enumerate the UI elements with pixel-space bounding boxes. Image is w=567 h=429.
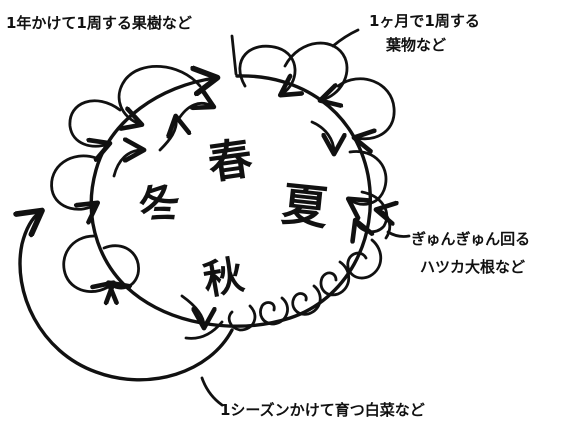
arrow-spring	[176, 103, 212, 122]
spiral-5	[227, 304, 257, 332]
arrow-winter-2	[158, 118, 176, 152]
season-summer: 夏	[279, 177, 331, 236]
loop-top-1	[238, 44, 295, 94]
fast-spirals	[227, 210, 390, 332]
arrow-summer	[310, 120, 334, 152]
loop-left-3	[62, 234, 112, 292]
arrow-autumn	[180, 294, 204, 326]
loop-left-1	[68, 99, 122, 146]
season-spring: 春	[205, 133, 256, 190]
label-leafy-line2: 葉物など	[385, 36, 446, 54]
spiral-1	[346, 238, 383, 280]
loop-upper-left	[117, 65, 202, 124]
label-napa-cabbage: 1シーズンかけて育つ白菜など	[220, 401, 425, 419]
loop-right-2	[350, 150, 388, 204]
season-loop-tail	[184, 320, 224, 340]
spiral-2	[319, 260, 351, 297]
inner-arrows	[112, 103, 334, 326]
loop-top-2	[283, 41, 349, 100]
leader-leafy	[331, 28, 360, 48]
season-loop	[20, 212, 234, 382]
spiral-4	[259, 296, 289, 326]
loop-left-2	[50, 154, 96, 209]
label-radish-line2: ハツカ大根など	[420, 258, 525, 276]
radish-arrow	[378, 210, 390, 240]
label-radish-line1: ぎゅんぎゅん回る	[411, 230, 530, 248]
leader-radish	[386, 230, 411, 238]
label-fruit-trees: 1年かけて1周する果樹など	[6, 14, 192, 32]
spiral-3	[291, 284, 322, 316]
leader-napa-cabbage	[200, 376, 224, 407]
loop-right-3	[356, 190, 389, 232]
season-autumn: 秋	[200, 251, 248, 304]
monthly-loops	[50, 41, 396, 292]
loop-right-1	[336, 77, 396, 139]
arrow-winter-1	[112, 150, 142, 178]
leader-fruit-trees	[230, 34, 238, 76]
season-winter: 冬	[132, 174, 187, 234]
loop-left-4	[102, 244, 140, 288]
label-leafy-line1: 1ヶ月で1周する	[369, 12, 480, 30]
